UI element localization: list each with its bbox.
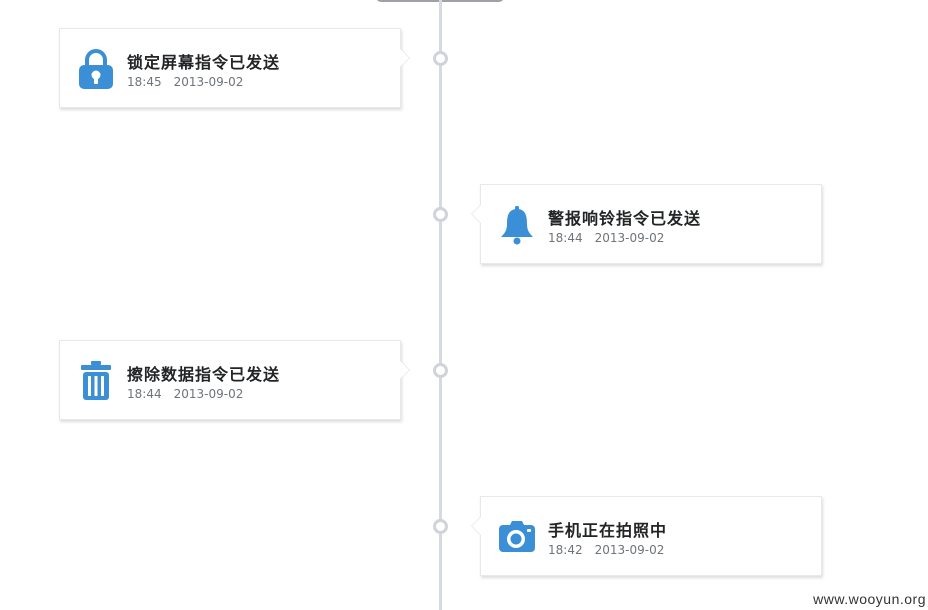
- watermark: www.wooyun.org: [807, 589, 928, 610]
- event-date: 2013-09-02: [173, 75, 244, 89]
- camera-icon: [498, 516, 536, 558]
- timeline-dot: [433, 207, 448, 222]
- event-date: 2013-09-02: [594, 231, 665, 245]
- trash-icon: [77, 360, 115, 402]
- timeline-dot: [433, 363, 448, 378]
- event-date: 2013-09-02: [173, 387, 244, 401]
- event-time: 18:44: [127, 387, 162, 401]
- event-title: 手机正在拍照中: [548, 521, 668, 540]
- event-timestamp: 18:44 2013-09-02: [127, 387, 243, 401]
- event-title: 擦除数据指令已发送: [127, 365, 281, 384]
- event-timestamp: 18:45 2013-09-02: [127, 75, 243, 89]
- timeline-dot: [433, 519, 448, 534]
- timeline-event-wipe-data: 擦除数据指令已发送 18:44 2013-09-02: [59, 340, 401, 420]
- event-date: 2013-09-02: [594, 543, 665, 557]
- timeline-event-alarm-ring: 警报响铃指令已发送 18:44 2013-09-02: [480, 184, 822, 264]
- lock-icon: [77, 48, 115, 90]
- event-title: 警报响铃指令已发送: [548, 209, 702, 228]
- timeline-dot: [433, 51, 448, 66]
- event-timestamp: 18:42 2013-09-02: [548, 543, 664, 557]
- event-time: 18:44: [548, 231, 583, 245]
- timeline-event-taking-photo: 手机正在拍照中 18:42 2013-09-02: [480, 496, 822, 576]
- event-timestamp: 18:44 2013-09-02: [548, 231, 664, 245]
- bell-icon: [498, 204, 536, 246]
- event-time: 18:42: [548, 543, 583, 557]
- event-time: 18:45: [127, 75, 162, 89]
- timeline-event-lock-screen: 锁定屏幕指令已发送 18:45 2013-09-02: [59, 28, 401, 108]
- event-title: 锁定屏幕指令已发送: [127, 53, 281, 72]
- timeline-line: [439, 0, 442, 610]
